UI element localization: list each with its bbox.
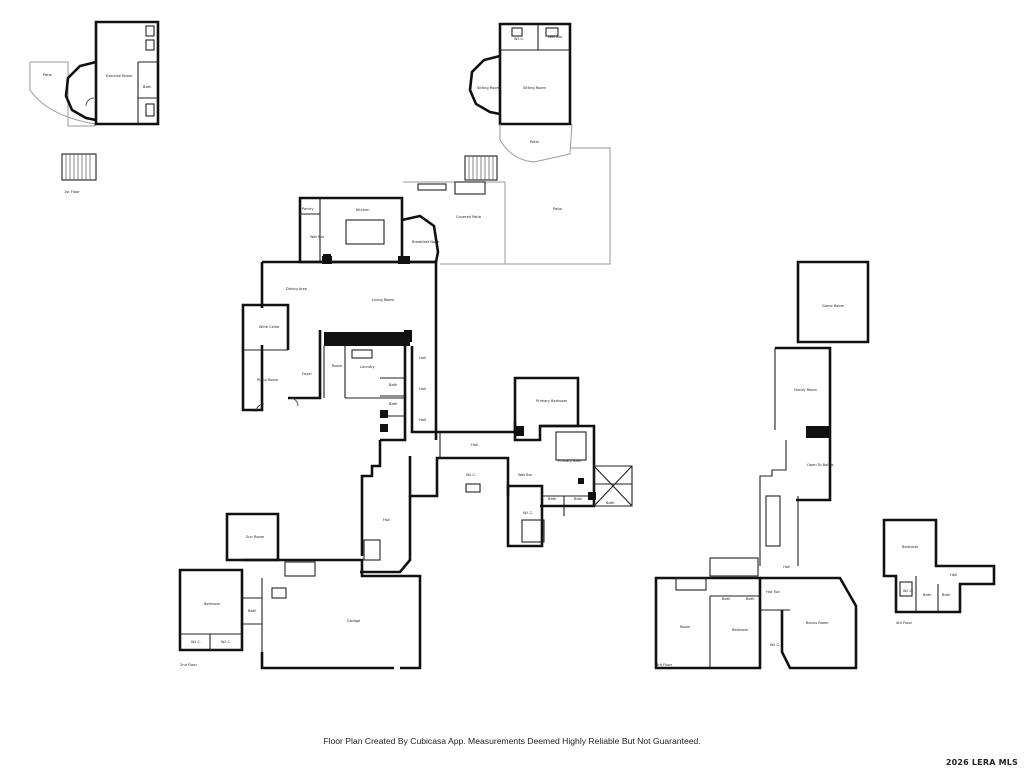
wine-cellar-label: Wine Cellar	[259, 325, 280, 329]
patio-label: Patio	[530, 140, 539, 144]
bonus-room-label: Bonus Room	[806, 621, 829, 625]
covered-patio-label: Covered Patio	[456, 215, 481, 219]
wet-bar-label: Wet Bar	[310, 235, 325, 239]
wic-label: W.I.C.	[523, 511, 533, 515]
wet-bar-label: Wet Bar	[518, 473, 533, 477]
wic-label: W.I.C.	[514, 37, 524, 41]
hot-tub-label: Hot Tub	[766, 590, 780, 594]
first-floor-label: 1st Floor	[64, 190, 80, 194]
dining-area-label: Dining Area	[286, 287, 307, 291]
hall-label: Hall	[419, 418, 426, 422]
bath-label: Bath	[746, 597, 754, 601]
kitchen-label: Kitchen	[356, 208, 370, 212]
sitting-room-block: Sitting Room Sitting Room W.I.C. Wet Bar…	[468, 22, 611, 265]
room-label: Room	[680, 625, 691, 629]
footer-note: Floor Plan Created By Cubicasa App. Meas…	[323, 736, 701, 746]
garage-label: Garage	[347, 619, 361, 623]
hall-label: Hall	[950, 573, 957, 577]
exercise-room-label: Exercise Room	[106, 74, 133, 78]
bath-label: Bath	[606, 501, 614, 505]
room-label: Room	[332, 364, 343, 368]
second-floor-label: 2nd Floor	[180, 663, 197, 667]
main-house: Pantry Kitchen Wet Bar Breakfast Nook Co…	[241, 181, 633, 574]
bedroom-label: Bedroom	[902, 545, 919, 549]
foyer-label: Foyer	[302, 372, 312, 376]
pantry-label: Pantry	[302, 207, 314, 211]
piano-room-label: Piano Room	[257, 378, 279, 382]
bath-label: Bath	[389, 383, 397, 387]
laundry-label: Laundry	[360, 365, 376, 369]
family-room-label: Family Room	[794, 388, 817, 392]
hall-label: Hall	[783, 565, 790, 569]
patio-label: Patio	[43, 73, 52, 77]
wic-label: W.I.C.	[466, 473, 476, 477]
bath-label: Bath	[548, 497, 556, 501]
hall-label: Hall	[419, 356, 426, 360]
bath-label: Bath	[923, 593, 931, 597]
wic-label: W.I.C.	[770, 643, 780, 647]
copyright-notice: 2026 LERA MLS	[945, 758, 1018, 767]
bedroom-label: Bedroom	[732, 628, 749, 632]
third-floor-plan: Game Room Family Room Open To Below Hall…	[654, 260, 870, 670]
bath-label: Bath	[389, 402, 397, 406]
wic-label: W.I.C.	[221, 640, 231, 644]
bath-label: Bath	[143, 85, 151, 89]
primary-bedroom-label: Primary Bedroom	[536, 399, 568, 403]
hall-label: Hall	[383, 518, 390, 522]
sitting-room-2-label: Sitting Room	[523, 86, 547, 90]
bath-label: Bath	[574, 497, 582, 501]
stairs-first-floor	[61, 153, 97, 181]
wic-label: W.I.C.	[903, 589, 913, 593]
hall-label: Hall	[471, 443, 478, 447]
sitting-room-label: Sitting Room	[477, 86, 501, 90]
game-room-label: Game Room	[822, 304, 845, 308]
bath-label: Bath	[942, 593, 950, 597]
third-floor-label: 3rd Floor	[656, 663, 673, 667]
garage-wing: Sun Room Bedroom W.I.C. W.I.C. Bath Gara…	[178, 512, 422, 670]
fourth-floor-label: 4th Floor	[896, 621, 913, 625]
open-to-below-label: Open To Below	[807, 463, 834, 467]
exercise-room-block: Patio Exercise Room Bath	[29, 20, 160, 127]
wet-bar-label: Wet Bar	[548, 35, 563, 39]
bedroom-label: Bedroom	[204, 602, 221, 606]
fourth-floor-plan: Bedroom Bath Bath W.I.C. Hall	[882, 518, 996, 614]
primary-bath-label: Primary Bath	[558, 459, 581, 463]
wic-label: W.I.C.	[191, 640, 201, 644]
sun-room-label: Sun Room	[246, 535, 265, 539]
patio-large-label: Patio	[553, 207, 562, 211]
living-room-label: Living Room	[372, 298, 395, 302]
stairs-covered-patio	[464, 155, 498, 181]
breakfast-nook-label: Breakfast Nook	[412, 240, 440, 244]
bath-label: Bath	[248, 609, 256, 613]
hall-label: Hall	[419, 387, 426, 391]
bath-label: Bath	[722, 597, 730, 601]
